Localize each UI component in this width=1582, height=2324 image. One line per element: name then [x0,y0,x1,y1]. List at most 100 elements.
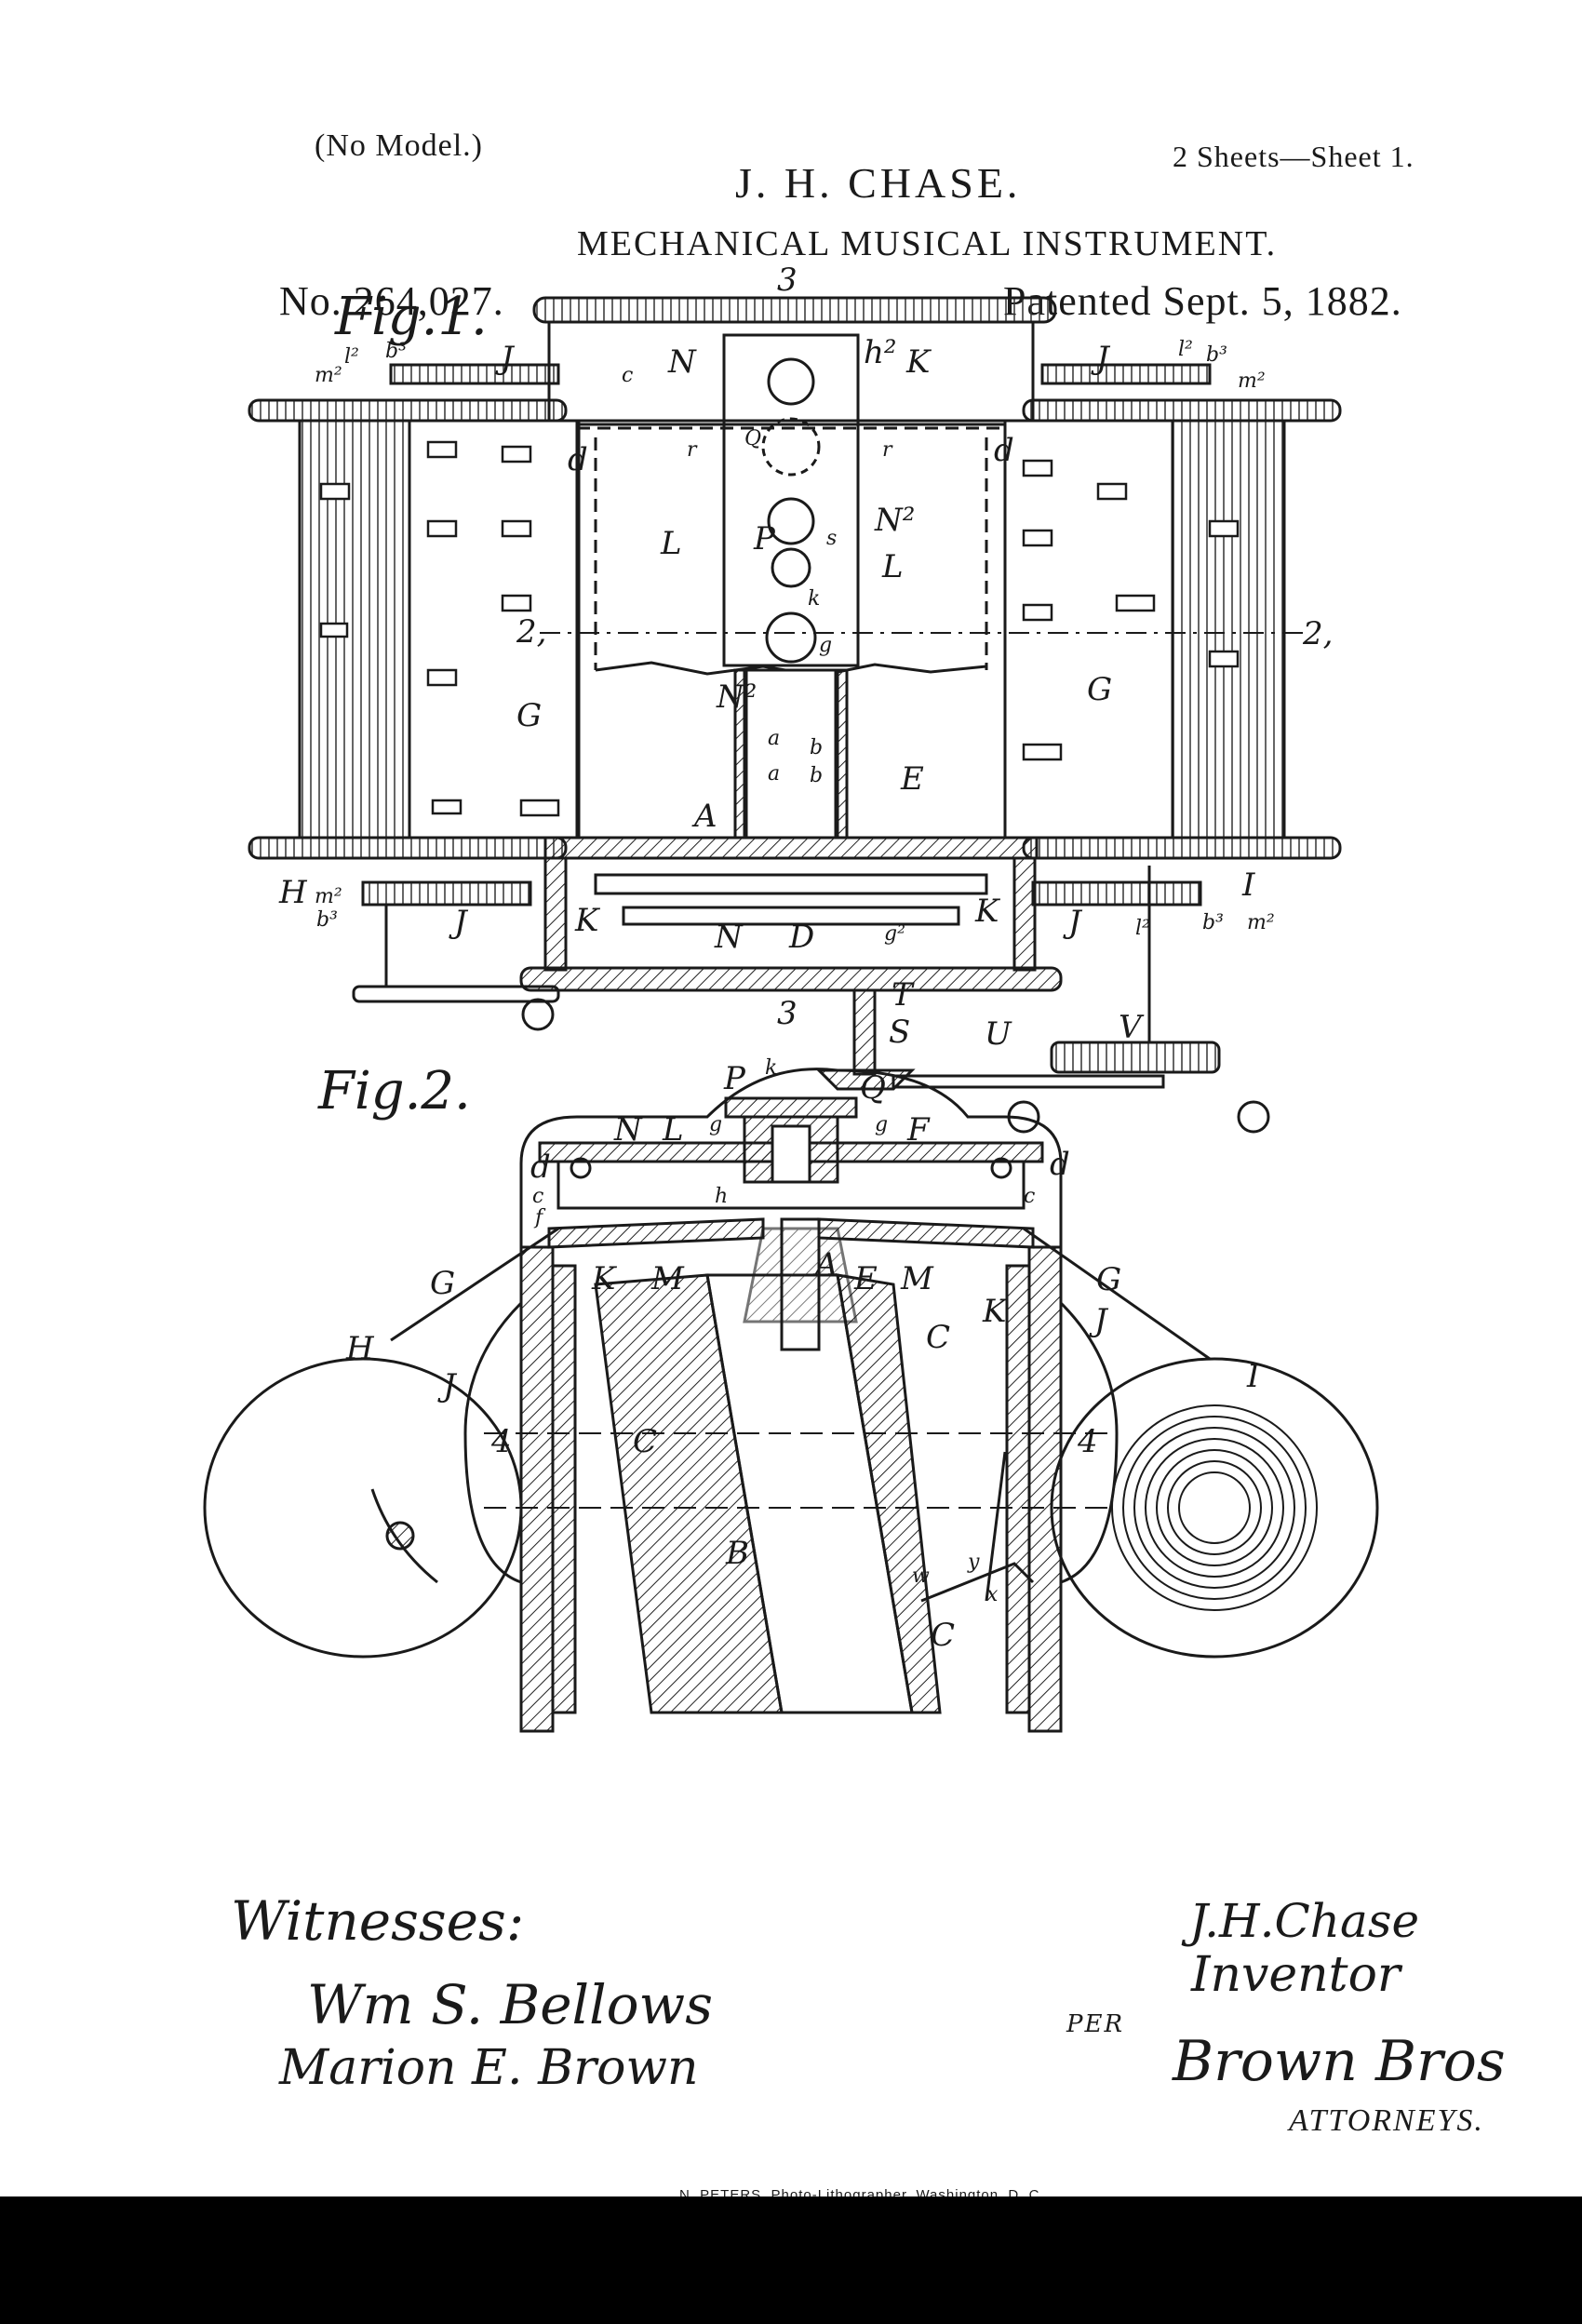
svg-text:E: E [900,760,924,798]
svg-text:K: K [574,902,601,939]
per-label: PER [1066,2010,1125,2038]
svg-text:I: I [1241,866,1255,904]
svg-text:N: N [714,919,744,956]
svg-text:r: r [882,438,893,462]
svg-text:s: s [826,527,837,550]
svg-text:m²: m² [315,885,342,908]
svg-text:N: N [613,1111,643,1149]
svg-text:N²: N² [874,502,915,539]
svg-text:P: P [753,520,776,557]
svg-text:Q: Q [860,1069,886,1107]
svg-text:G: G [1087,671,1112,708]
figure-1 [248,296,1342,1134]
svg-text:C: C [931,1617,955,1654]
svg-text:S: S [889,1014,910,1051]
patent-title: MECHANICAL MUSICAL INSTRUMENT. [577,224,1278,263]
svg-text:A: A [691,798,717,835]
svg-text:N²: N² [716,678,757,716]
svg-text:L: L [881,548,904,585]
svg-text:K: K [982,1293,1009,1330]
svg-text:V: V [1119,1009,1145,1046]
svg-text:c: c [1024,1185,1035,1208]
model-note: (No Model.) [315,128,483,163]
svg-text:H: H [345,1330,375,1367]
svg-text:l²: l² [344,345,359,369]
svg-text:J: J [437,1367,458,1404]
svg-text:d: d [1050,1146,1070,1183]
witnesses-heading: Witnesses: [231,1889,525,1953]
svg-text:f: f [533,1206,546,1229]
svg-text:2,: 2, [1302,615,1333,652]
svg-text:K: K [905,343,932,381]
svg-text:4: 4 [1077,1423,1098,1460]
svg-text:2,: 2, [516,613,546,651]
svg-text:H: H [278,874,308,911]
svg-text:b³: b³ [1206,343,1227,367]
svg-text:C: C [633,1423,657,1460]
svg-text:E: E [853,1260,878,1297]
witness-1-signature: Wm S. Bellows [307,1973,713,2036]
figure-2 [203,1068,1379,1733]
svg-text:a: a [768,762,780,786]
svg-text:3: 3 [777,995,798,1032]
figure-1-label: Fig.1. [335,287,488,347]
svg-text:r: r [687,438,698,462]
svg-text:J: J [1063,904,1083,941]
svg-text:K: K [591,1260,618,1297]
svg-text:D: D [788,919,814,956]
svg-text:m²: m² [1238,369,1266,393]
svg-text:G: G [516,697,542,734]
svg-text:b³: b³ [385,340,407,363]
svg-text:J: J [1091,340,1111,377]
svg-text:g: g [819,634,832,657]
svg-text:k: k [765,1056,777,1080]
attorneys-label: ATTORNEYS. [1289,2103,1484,2138]
svg-text:J: J [1089,1302,1109,1339]
svg-text:k: k [808,587,820,611]
figure-2-label: Fig.2. [318,1061,471,1122]
svg-text:b: b [810,736,823,759]
svg-text:B: B [725,1535,749,1572]
svg-text:I: I [1246,1358,1260,1395]
svg-text:L: L [662,1111,684,1149]
svg-text:b: b [810,764,823,787]
svg-text:C: C [926,1319,950,1356]
svg-text:J: J [495,340,516,377]
svg-text:l²: l² [1135,917,1150,940]
svg-text:w: w [912,1565,930,1588]
svg-text:h²: h² [864,334,897,371]
inventor-role: Inventor [1191,1947,1401,2003]
svg-text:K: K [974,893,1001,930]
svg-text:d: d [994,432,1014,469]
scan-border [0,2196,1582,2324]
svg-text:G: G [430,1265,455,1302]
svg-text:N: N [667,343,697,381]
svg-text:b³: b³ [1202,911,1224,934]
svg-text:F: F [906,1111,931,1149]
svg-text:Q: Q [744,427,761,450]
svg-text:g: g [875,1113,888,1136]
svg-text:3: 3 [777,262,798,299]
svg-text:g: g [709,1113,722,1136]
inventor-signature: J.H.Chase [1189,1894,1420,1948]
svg-text:l²: l² [1178,338,1193,361]
svg-text:L: L [660,525,682,562]
figure-2-labels: P k Q N L g g F d c f d c h G G K K M M … [345,1056,1260,1654]
svg-text:M: M [650,1260,685,1297]
svg-text:y: y [967,1551,980,1574]
attorney-signature: Brown Bros [1173,2029,1506,2094]
svg-text:h: h [715,1185,728,1208]
svg-text:T: T [892,976,915,1014]
svg-text:d: d [568,441,588,478]
svg-text:x: x [986,1583,999,1606]
inventor-name: J. H. CHASE. [735,159,1022,207]
svg-text:A: A [812,1246,838,1283]
svg-text:J: J [449,904,469,941]
patent-number: No. 264,027. [279,278,504,324]
svg-text:c: c [622,364,633,387]
svg-text:m²: m² [1247,911,1275,934]
svg-text:M: M [900,1260,934,1297]
patent-date: Patented Sept. 5, 1882. [1003,278,1402,324]
svg-text:g²: g² [884,922,905,946]
